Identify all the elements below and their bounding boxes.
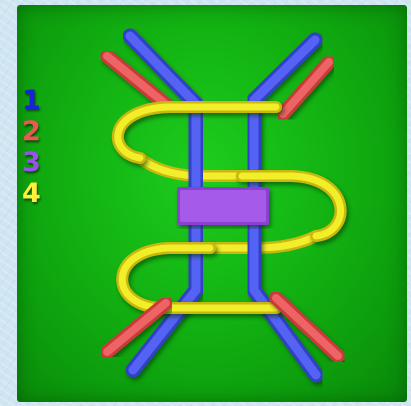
- legend-item-3: 3: [22, 147, 62, 178]
- legend-item-2: 2: [22, 116, 62, 147]
- legend-item-4: 4: [22, 178, 62, 209]
- legend: 1 2 3 4: [22, 85, 62, 209]
- center-block: [177, 187, 269, 225]
- legend-item-1: 1: [22, 85, 62, 116]
